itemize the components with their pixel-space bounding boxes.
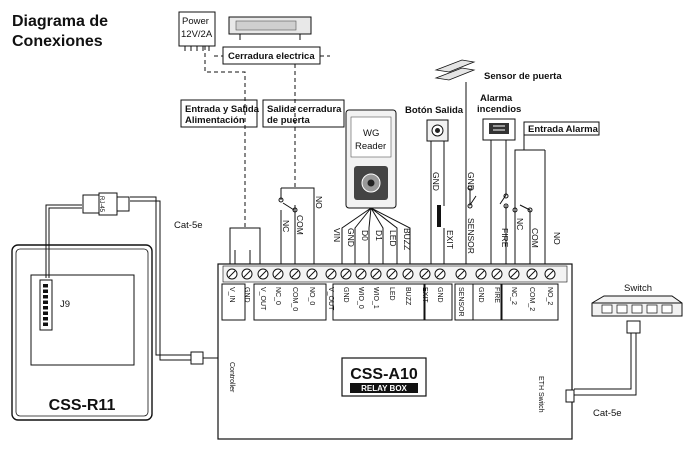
wire-label-sensor: SENSOR — [466, 218, 476, 254]
terminal-label-com-0: COM_0 — [291, 287, 298, 311]
power-input-label-2: Alimentación — [185, 115, 245, 126]
relay-box: V_IN GND V_OUT NC_0 COM_0 NO_0 V_OUT GND WIO_0 WI… — [217, 263, 575, 440]
diagram-title-line2: Conexiones — [12, 33, 103, 50]
wire-label-no: NO — [314, 196, 324, 209]
fire-alarm-icon — [482, 118, 516, 141]
terminal-label-wio-1: WIO_1 — [372, 287, 379, 309]
terminal-label-led: LED — [388, 287, 395, 301]
wg-reader: WG Reader — [345, 109, 397, 209]
switch-label: Switch — [624, 283, 652, 294]
reader-label-2: Reader — [355, 141, 386, 152]
alarm-label-2: incendios — [477, 104, 521, 115]
terminal-label-v-out: V_OUT — [259, 287, 266, 311]
terminal-label-sensor: SENSOR — [457, 287, 464, 317]
power-input-label: Entrada y Salida — [185, 104, 260, 115]
power-supply: Power 12V/2A — [178, 11, 216, 51]
wire-label-d1: D1 — [374, 230, 384, 241]
terminal-label-v-out: V_OUT — [327, 287, 334, 311]
relay-subtitle: RELAY BOX — [361, 384, 407, 393]
j9-pin — [43, 306, 48, 310]
terminal-label-gnd: GND — [477, 287, 484, 303]
alarm-input-label: Entrada Alarma — [528, 124, 599, 135]
wire-label-com-right: COM — [530, 228, 540, 248]
wire-label-no-right: NO — [552, 232, 562, 245]
terminal-label-com-2: COM_2 — [528, 287, 535, 311]
power-label: Power — [182, 16, 209, 27]
wire-label-gnd-exit: GND — [431, 172, 441, 191]
lock-label: Cerradura electrica — [228, 51, 315, 62]
rj45-connector: RJ-45 — [82, 192, 130, 216]
reader-label: WG — [363, 128, 379, 139]
terminal-label-gnd: GND — [342, 287, 349, 303]
terminal-label-wio-0: WIO_0 — [357, 287, 364, 309]
network-switch-icon — [591, 295, 683, 317]
wire-label-nc: NC — [281, 220, 291, 232]
cat5e-label-top: Cat-5e — [174, 220, 203, 231]
relay-model: CSS-A10 — [350, 366, 418, 383]
exit-button-label: Botón Salida — [405, 105, 464, 116]
power-rating: 12V/2A — [181, 29, 213, 40]
wire-label-led: LED — [388, 230, 398, 247]
j9-pin — [43, 300, 48, 304]
wire-label-exit: EXIT — [445, 230, 455, 249]
diagram-title-line1: Diagrama de — [12, 13, 108, 30]
j9-label: J9 — [60, 299, 70, 310]
css-r11-label: CSS-R11 — [49, 397, 116, 414]
exit-button-icon — [426, 119, 449, 142]
alarm-label: Alarma — [480, 93, 513, 104]
terminal-label-gnd: GND — [436, 287, 443, 303]
terminal-labels: V_IN GND V_OUT NC_0 COM_0 NO_0 V_OUT GND WIO_0 WI… — [228, 287, 553, 317]
wire-label-gnd-sensor: GND — [466, 172, 476, 191]
wire-label-gnd: GND — [346, 228, 356, 247]
terminal-label-nc-2: NC_2 — [510, 287, 517, 305]
wire-label-fire: FIRE — [500, 228, 510, 248]
j9-pin — [43, 289, 48, 293]
terminal-label-no-2: NO_2 — [546, 287, 553, 305]
wire-label-d0: D0 — [360, 230, 370, 241]
terminal-block — [226, 268, 556, 280]
cat5e-label-bottom: Cat-5e — [593, 408, 622, 419]
wire-label-buzz: BUZZ — [402, 228, 412, 250]
j9-pin — [43, 317, 48, 321]
lock-output-label-2: de puerta — [267, 115, 310, 126]
terminal-label-fire: FIRE — [493, 287, 500, 303]
eth-switch-label: ETH Switch — [537, 376, 544, 413]
wire-label-nc-right: NC — [515, 218, 525, 230]
terminal-label-no-0: NO_0 — [308, 287, 315, 305]
j9-pin — [43, 295, 48, 299]
css-r11-device: J9 CSS-R11 — [11, 244, 153, 421]
j9-pin — [43, 322, 48, 326]
lock-output-label: Salida cerradura — [267, 104, 342, 115]
door-sensor-label: Sensor de puerta — [484, 71, 562, 82]
wire-label-vin: VIN — [332, 228, 342, 242]
exit-switch — [437, 205, 441, 227]
electric-lock-icon — [228, 16, 312, 40]
wire-label-com: COM — [295, 215, 305, 235]
door-sensor-icon — [434, 59, 476, 81]
terminal-label-gnd: GND — [243, 287, 250, 303]
terminal-label-v-in: V_IN — [228, 287, 235, 303]
terminal-label-buzz: BUZZ — [404, 287, 411, 306]
terminal-label-nc-0: NC_0 — [274, 287, 281, 305]
rj45-label: RJ-45 — [98, 196, 104, 213]
j9-pin — [43, 284, 48, 288]
j9-pin — [43, 311, 48, 315]
controller-label: Controller — [228, 362, 235, 393]
